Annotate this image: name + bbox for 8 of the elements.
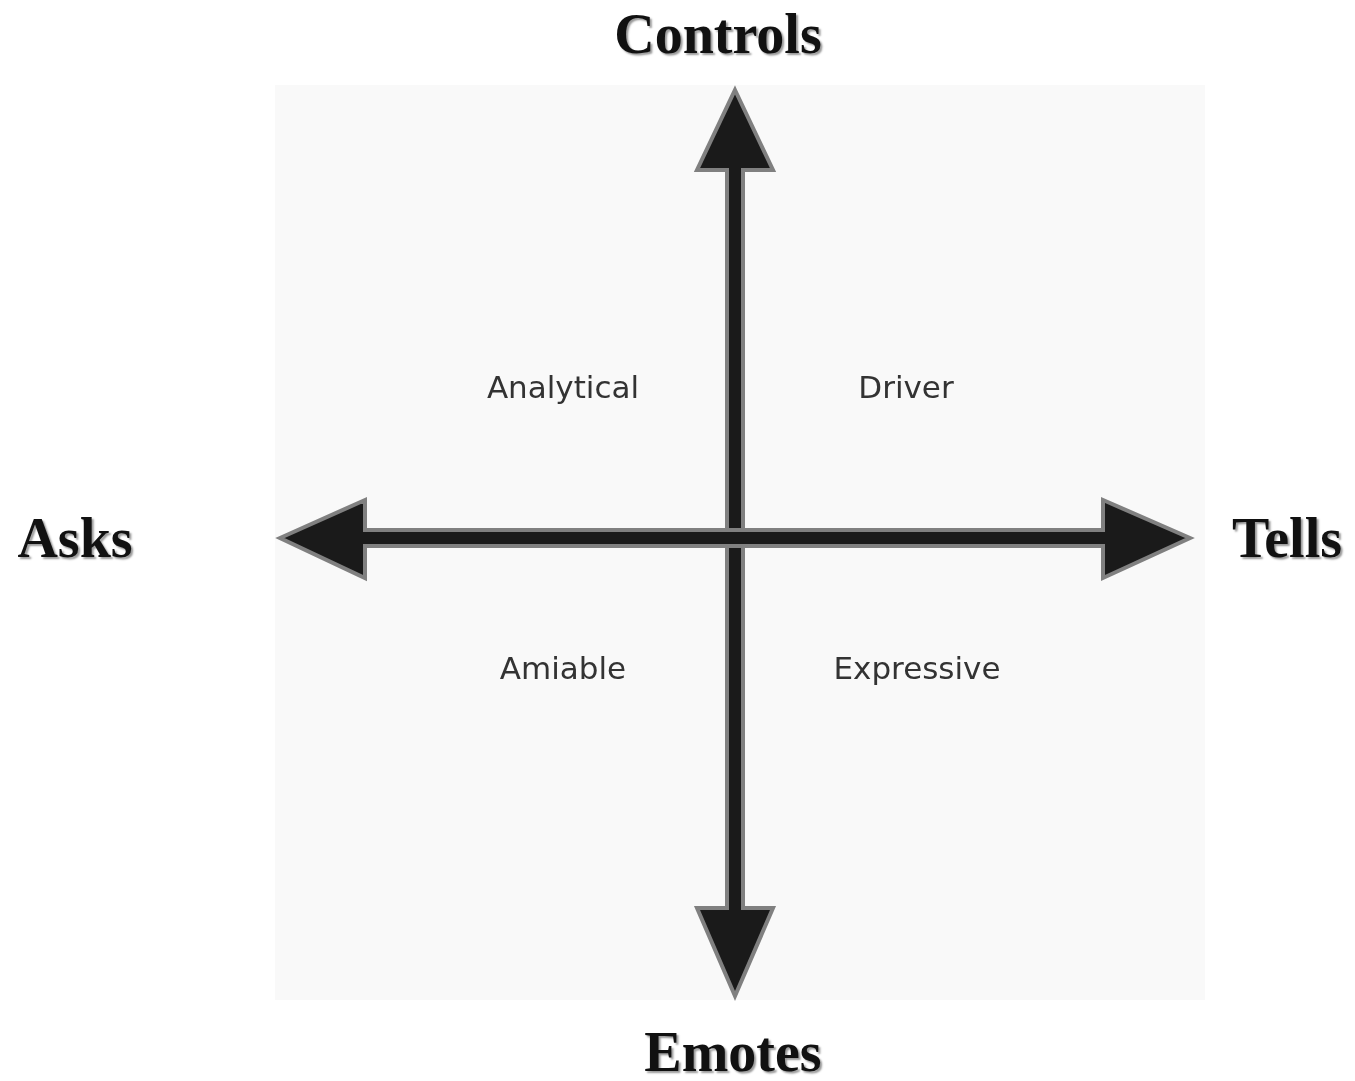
axis-label: Tells xyxy=(1232,510,1342,566)
axis-label: Emotes xyxy=(644,1024,822,1080)
axis-label: Asks xyxy=(17,510,133,566)
quadrant-label: Amiable xyxy=(499,653,627,684)
axis-label: Controls xyxy=(614,6,822,62)
quadrant-label: Driver xyxy=(858,372,954,403)
quadrant-label: Analytical xyxy=(486,372,640,403)
quadrant-label: Expressive xyxy=(833,653,1001,684)
